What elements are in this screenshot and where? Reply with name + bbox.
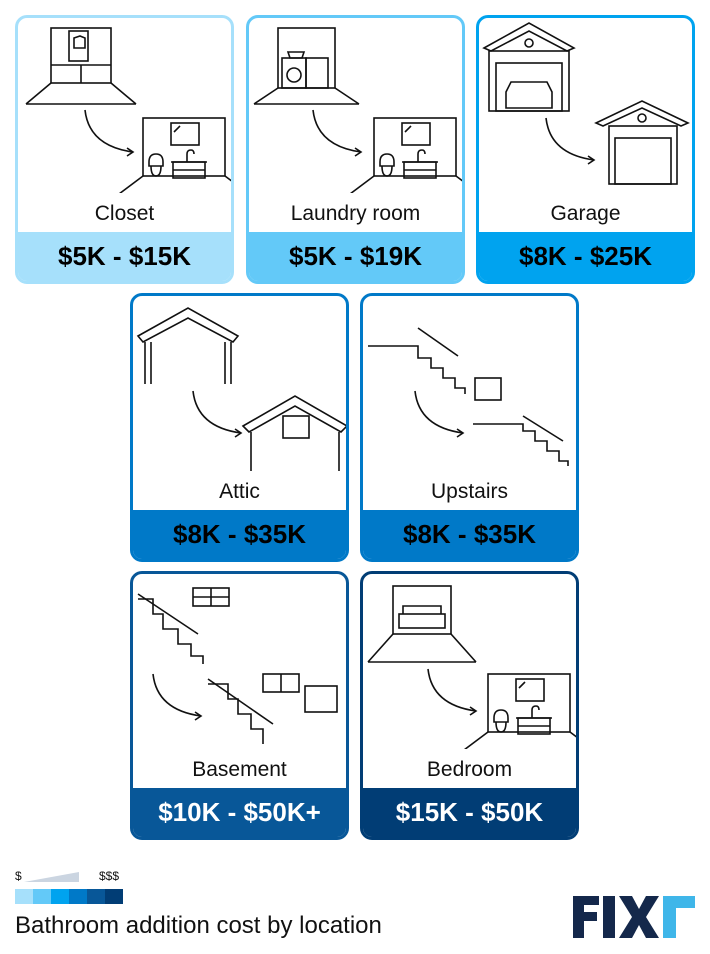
- upstairs-to-bathroom-icon: [368, 327, 569, 466]
- chart-title: Bathroom addition cost by location: [15, 912, 382, 939]
- fixr-logo: [573, 896, 695, 938]
- price-range: $5K - $15K: [18, 232, 231, 281]
- card-upstairs: Upstairs $8K - $35K: [360, 293, 579, 562]
- price-range: $5K - $19K: [249, 232, 462, 281]
- laundry-to-bathroom-icon: [253, 27, 462, 193]
- card-label: Closet: [94, 202, 155, 225]
- legend-wedge: [24, 872, 79, 882]
- price-range: $8K - $35K: [363, 510, 576, 559]
- card-label: Bedroom: [426, 758, 513, 781]
- card-label: Basement: [192, 758, 287, 781]
- closet-to-bathroom-icon: [25, 27, 231, 193]
- bedroom-to-bathroom-icon: [367, 585, 576, 749]
- legend-low-label: $: [15, 869, 22, 883]
- price-range: $15K - $50K: [363, 788, 576, 837]
- basement-to-bathroom-icon: [137, 587, 338, 744]
- card-laundry-room: Laundry room $5K - $19K: [246, 15, 465, 284]
- price-range: $8K - $25K: [479, 232, 692, 281]
- card-label: Attic: [219, 480, 260, 503]
- card-attic: Attic $8K - $35K: [130, 293, 349, 562]
- garage-to-bathroom-icon: [482, 22, 690, 185]
- card-label: Laundry room: [290, 202, 421, 225]
- attic-to-bathroom-icon: [136, 307, 346, 471]
- price-range: $8K - $35K: [133, 510, 346, 559]
- card-bedroom: Bedroom $15K - $50K: [360, 571, 579, 840]
- legend-color-scale: [15, 889, 123, 904]
- card-label: Garage: [550, 202, 621, 225]
- card-label: Upstairs: [430, 480, 509, 503]
- price-range: $10K - $50K+: [133, 788, 346, 837]
- card-basement: Basement $10K - $50K+: [130, 571, 349, 840]
- legend-high-label: $$$: [99, 869, 120, 883]
- card-closet: Closet $5K - $15K: [15, 15, 234, 284]
- card-garage: Garage $8K - $25K: [476, 15, 695, 284]
